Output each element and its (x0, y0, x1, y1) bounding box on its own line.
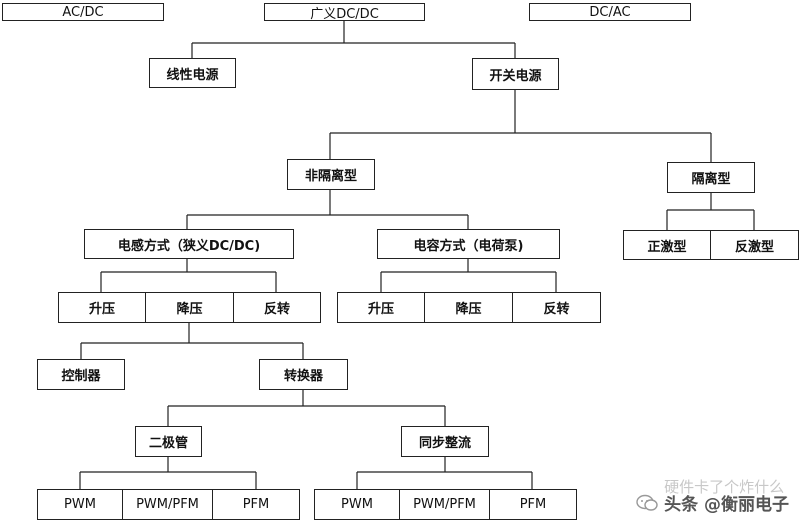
node-sync-rect-label: 同步整流 (418, 436, 471, 451)
wechat-icon (636, 494, 658, 511)
node-forward: 正激型 (623, 230, 711, 260)
node-forward-label: 正激型 (647, 239, 687, 255)
node-broad-dcdc: 广义DC/DC (264, 3, 425, 22)
node-diode-pwm-pfm: PWM/PFM (122, 489, 213, 520)
node-switching: 开关电源 (472, 58, 559, 90)
node-cap-boost: 升压 (337, 292, 425, 323)
node-non-isolated: 非隔离型 (287, 159, 375, 190)
node-flyback: 反激型 (710, 230, 799, 260)
node-broad-dcdc-label: 广义DC/DC (310, 6, 379, 22)
node-controller-label: 控制器 (61, 369, 101, 384)
node-acdc-label: AC/DC (62, 4, 104, 20)
node-converter: 转换器 (259, 359, 348, 390)
node-cap-boost-label: 升压 (367, 302, 394, 317)
node-sync-pwm: PWM (314, 489, 400, 520)
node-sync-pwm-label: PWM (341, 497, 373, 512)
node-diode-pfm-label: PFM (242, 497, 270, 512)
node-inductive: 电感方式（狭义DC/DC) (84, 229, 294, 259)
node-cap-inverting: 反转 (512, 292, 601, 323)
node-dcac: DC/AC (529, 3, 691, 21)
node-diode-pwm-pfm-label: PWM/PFM (136, 497, 199, 512)
node-ind-buck: 降压 (145, 292, 234, 323)
node-cap-inverting-label: 反转 (543, 302, 570, 317)
node-converter-label: 转换器 (283, 369, 323, 384)
watermark-main-text: 头条 @衡丽电子 (664, 495, 789, 515)
node-diode: 二极管 (135, 426, 202, 457)
node-diode-pwm: PWM (37, 489, 123, 520)
node-controller: 控制器 (37, 359, 125, 390)
node-ind-inverting-label: 反转 (263, 302, 290, 317)
node-non-isolated-label: 非隔离型 (304, 169, 357, 184)
node-sync-pfm-label: PFM (519, 497, 547, 512)
node-ind-boost: 升压 (58, 292, 146, 323)
node-cap-buck-label: 降压 (455, 302, 482, 317)
node-ind-buck-label: 降压 (176, 302, 203, 317)
node-capacitive: 电容方式（电荷泵) (377, 229, 560, 259)
node-diode-label: 二极管 (148, 436, 188, 451)
node-switching-label: 开关电源 (489, 68, 542, 84)
node-sync-pfm: PFM (489, 489, 577, 520)
watermark-faint-text: 硬件卡了个炸什么 (664, 478, 785, 496)
node-sync-rect: 同步整流 (401, 426, 489, 457)
node-diode-pfm: PFM (212, 489, 300, 520)
node-isolated: 隔离型 (667, 162, 755, 193)
watermark: 硬件卡了个炸什么 头条 @衡丽电子 (636, 478, 789, 515)
node-inductive-label: 电感方式（狭义DC/DC) (117, 238, 261, 254)
node-diode-pwm-label: PWM (64, 497, 96, 512)
node-sync-pwm-pfm-label: PWM/PFM (413, 497, 476, 512)
node-ind-boost-label: 升压 (88, 302, 115, 317)
node-flyback-label: 反激型 (734, 239, 774, 255)
node-cap-buck: 降压 (424, 292, 513, 323)
node-acdc: AC/DC (2, 3, 164, 21)
node-linear-label: 线性电源 (166, 67, 219, 83)
watermark-text: 硬件卡了个炸什么 头条 @衡丽电子 (664, 478, 789, 515)
node-dcac-label: DC/AC (589, 4, 631, 20)
node-sync-pwm-pfm: PWM/PFM (399, 489, 490, 520)
node-isolated-label: 隔离型 (691, 172, 731, 187)
node-capacitive-label: 电容方式（电荷泵) (413, 238, 524, 254)
node-linear: 线性电源 (149, 58, 236, 88)
node-ind-inverting: 反转 (233, 292, 321, 323)
